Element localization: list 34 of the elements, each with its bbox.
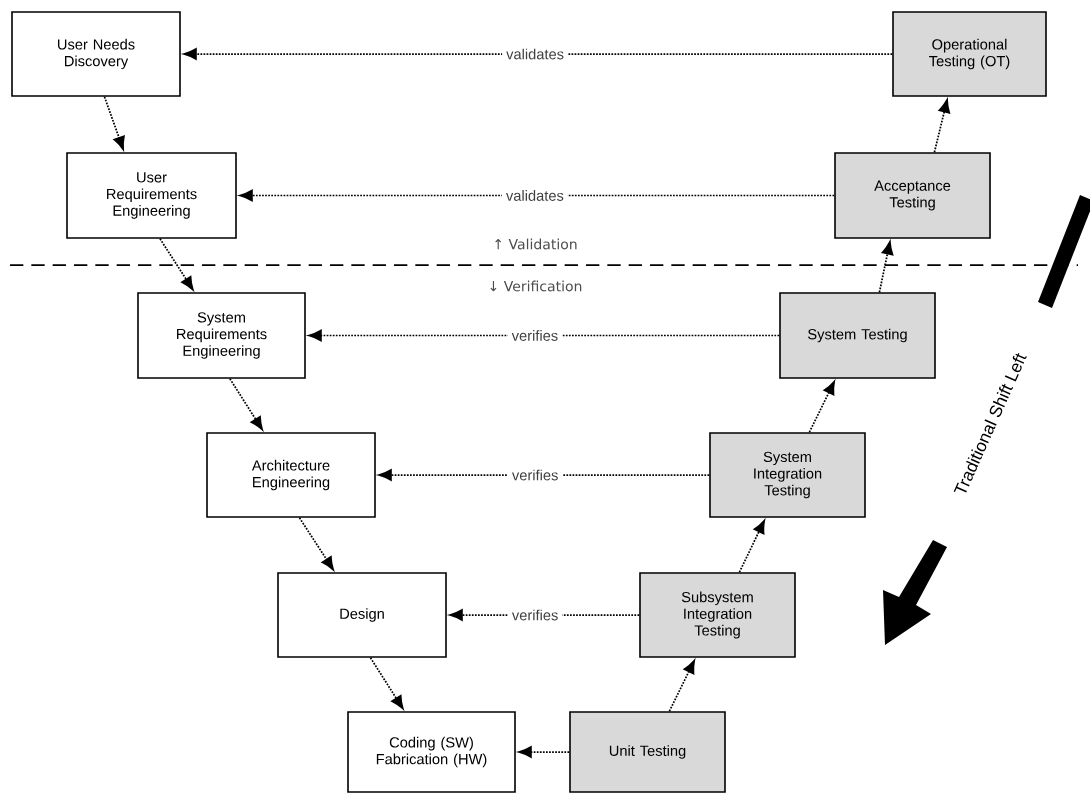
arrow <box>668 659 695 713</box>
process-box: Unit Testing <box>569 711 726 793</box>
process-box: System Testing <box>779 292 936 379</box>
annotation-text: ↓ Verification <box>490 280 582 292</box>
arrow <box>159 237 194 291</box>
annotation-text: ↑ Validation <box>495 238 577 250</box>
process-box: Subsystem Integration Testing <box>639 572 796 658</box>
arrow <box>308 329 781 342</box>
process-box: System Requirements Engineering <box>137 292 306 379</box>
process-box: Design <box>277 572 447 658</box>
arrow <box>933 99 951 154</box>
process-box: Architecture Engineering <box>206 432 376 518</box>
process-box: Operational Testing (OT) <box>892 11 1047 97</box>
edge-label: validates <box>502 44 568 64</box>
arrow <box>229 377 263 431</box>
process-box: System Integration Testing <box>709 432 866 518</box>
process-box: User Needs Discovery <box>11 11 181 97</box>
edge-label: verifies <box>507 465 563 485</box>
edge-label: verifies <box>507 605 563 625</box>
edge-label: validates <box>501 186 568 205</box>
arrow <box>183 48 894 60</box>
arrow <box>808 380 835 434</box>
arrow <box>239 189 836 202</box>
edge-label: verifies <box>507 326 563 345</box>
process-box: Acceptance Testing <box>834 152 991 239</box>
process-box: User Requirements Engineering <box>66 152 237 239</box>
arrow <box>103 95 125 150</box>
process-box: Coding (SW) Fabrication (HW) <box>347 711 516 793</box>
arrow <box>378 469 711 481</box>
arrow <box>369 656 404 710</box>
arrow <box>738 519 766 574</box>
arrow <box>878 241 894 294</box>
arrow <box>298 516 334 571</box>
arrow <box>518 746 571 758</box>
